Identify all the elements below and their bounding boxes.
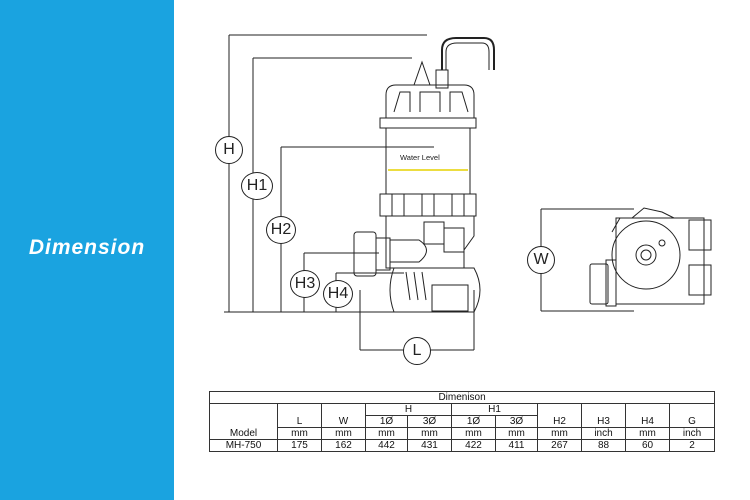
header-cell: H3 <box>581 415 626 428</box>
unit-cell: mm <box>321 427 366 440</box>
header-cell: L <box>277 415 322 428</box>
unit-cell: mm <box>495 427 538 440</box>
value-cell: 175 <box>277 439 322 452</box>
header-cell: 1Ø <box>365 415 408 428</box>
pump-top-view <box>589 207 712 307</box>
group-h: H <box>365 403 452 416</box>
pump-dimension-drawing: H H1 H2 H3 H4 L W Water Level <box>174 0 750 385</box>
unit-cell: inch <box>668 427 716 440</box>
table-row: MH-750 175 162 442 431 422 411 267 88 60… <box>209 439 716 452</box>
value-cell: 267 <box>537 439 582 452</box>
label-h4: H4 <box>323 280 353 308</box>
label-h2: H2 <box>266 216 296 244</box>
unit-cell: mm <box>277 427 322 440</box>
header-cell: 1Ø <box>451 415 496 428</box>
model-label: Model <box>209 427 278 440</box>
unit-cell: mm <box>407 427 452 440</box>
water-level-label: Water Level <box>400 153 440 162</box>
model-cell: MH-750 <box>209 439 278 452</box>
header-cell: W <box>321 415 366 428</box>
side-panel: Dimension <box>0 0 174 500</box>
header-cell: G <box>668 415 716 428</box>
side-title: Dimension <box>28 236 146 259</box>
table-header-row: L W 1Ø 3Ø 1Ø 3Ø H2 H3 H4 G <box>209 415 716 428</box>
table-units-row: Model mm mm mm mm mm mm mm inch mm inch <box>209 427 716 440</box>
label-h: H <box>215 136 243 164</box>
header-cell: 3Ø <box>495 415 538 428</box>
header-cell: H2 <box>537 415 582 428</box>
pump-side-view <box>353 37 495 313</box>
label-w: W <box>527 246 555 274</box>
unit-cell: mm <box>625 427 670 440</box>
header-cell: H4 <box>625 415 670 428</box>
unit-cell: mm <box>451 427 496 440</box>
label-h1: H1 <box>241 172 273 200</box>
group-h1: H1 <box>451 403 538 416</box>
dimension-table: Dimenison H H1 L W 1Ø 3Ø 1Ø 3Ø H2 H3 H4 … <box>208 391 716 452</box>
value-cell: 60 <box>625 439 670 452</box>
header-cell: 3Ø <box>407 415 452 428</box>
pump-drawing-svg <box>224 34 712 351</box>
unit-cell: mm <box>365 427 408 440</box>
value-cell: 2 <box>668 439 716 452</box>
value-cell: 431 <box>407 439 452 452</box>
label-h3: H3 <box>290 270 320 298</box>
unit-cell: mm <box>537 427 582 440</box>
unit-cell: inch <box>581 427 626 440</box>
table-title: Dimenison <box>208 391 716 404</box>
value-cell: 411 <box>495 439 538 452</box>
value-cell: 442 <box>365 439 408 452</box>
value-cell: 422 <box>451 439 496 452</box>
label-l: L <box>403 337 431 365</box>
value-cell: 162 <box>321 439 366 452</box>
value-cell: 88 <box>581 439 626 452</box>
